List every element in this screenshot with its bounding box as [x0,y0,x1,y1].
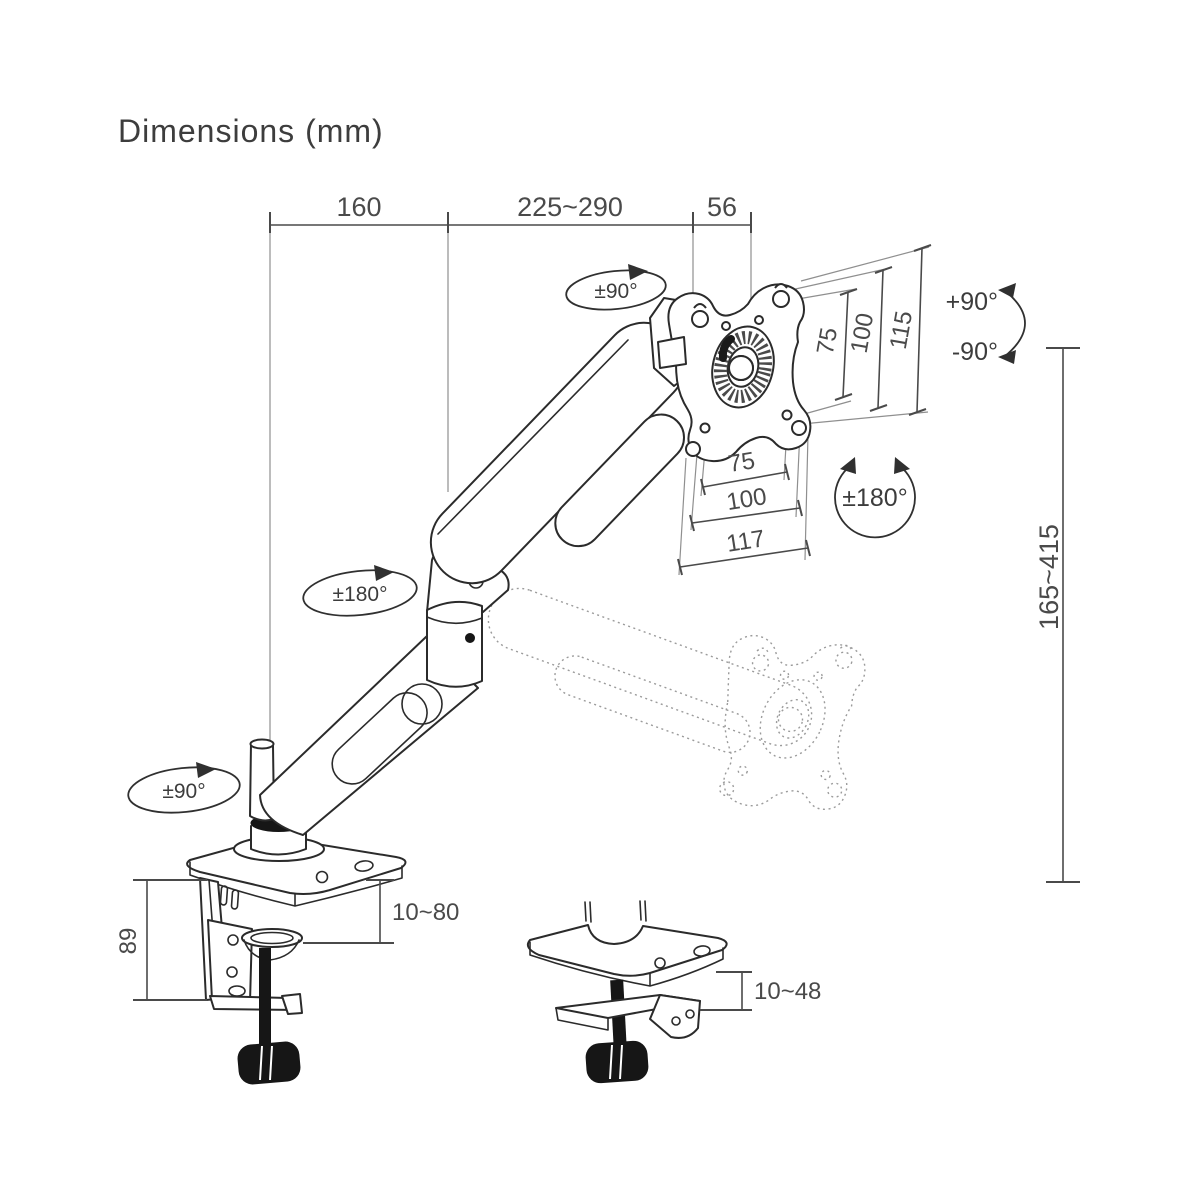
vesa-rotate-label: ±180° [842,484,907,512]
clamp-dimensions: 89 10~80 [115,879,459,1001]
vesa-bottom-100-label: 100 [725,483,769,516]
dim-arm-front-label: 225~290 [517,192,623,222]
head-notch [657,336,687,369]
diagram-title: Dimensions (mm) [118,113,384,149]
tilt-up-label: +90° [946,288,998,316]
clamp-height-label: 89 [115,928,142,955]
desk-base-plate [186,836,407,907]
vesa-side-75-label: 75 [812,326,843,357]
head-swivel-label: ±90° [594,280,637,303]
clamp-screw [259,948,271,1046]
dim-head-depth-label: 56 [707,192,737,222]
ghost-arm-extended-position [487,587,877,826]
elbow-screw-dot [465,633,475,643]
vesa-bottom-dimensions: 75 100 117 [677,447,811,576]
vesa-hub-hole [728,355,754,381]
vesa-bottom-75-label: 75 [726,447,757,478]
vesa-side-100-label: 100 [846,311,880,355]
extension-lines [269,225,930,740]
dim-height-range-label: 165~415 [1034,524,1064,630]
vesa-side-dimensions: 75 100 115 [812,244,932,416]
height-range-dimension: 165~415 [1034,347,1080,883]
vesa-bottom-117-label: 117 [725,525,767,558]
vesa-hub-knurl [713,330,773,404]
dim-arm-rear-label: 160 [336,192,381,222]
lower-arm-link [259,635,479,836]
elbow-swivel-label: ±180° [333,583,388,606]
rotation-annotations: ±90° ±180° ±90° ±180° +90° -90° [127,264,1026,814]
top-dimension-chain: 160 225~290 56 [269,192,752,233]
clamp-range-label: 10~80 [392,899,459,926]
grommet-range-label: 10~48 [754,978,821,1005]
grommet-knob [585,1040,649,1084]
gas-spring-cover [554,413,685,548]
tilt-down-label: -90° [952,338,998,366]
desk-clamp-assembly [199,877,303,1085]
grommet-dimension: 10~48 [700,971,821,1011]
grommet-clamp-assembly [526,900,728,1084]
monitor-arm-main-drawing [186,283,812,907]
clamp-knob [237,1041,301,1085]
vesa-side-115-label: 115 [885,309,918,351]
base-swivel-label: ±90° [162,780,205,803]
hub-shadow-crescent [718,335,735,362]
